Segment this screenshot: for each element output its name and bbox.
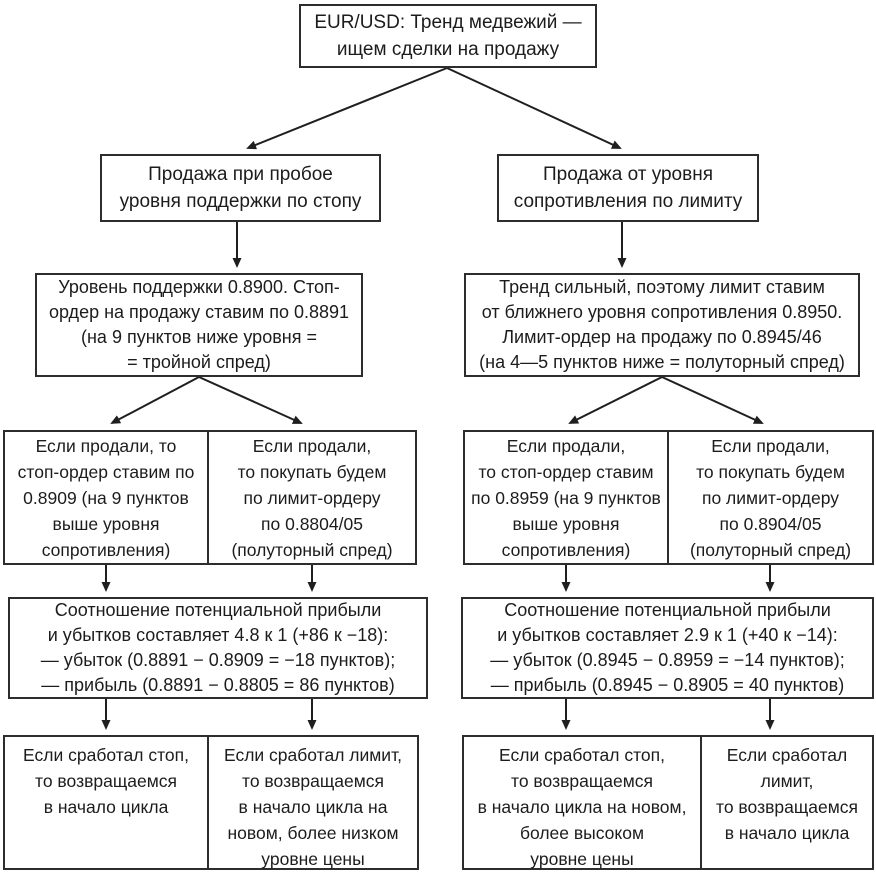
left-outcome-stop-box: Если продали, то стоп-ордер ставим по 0.… (3, 430, 209, 565)
right-strategy-box: Продажа от уровня сопротивления по лимит… (497, 154, 759, 222)
connector-right-setup-to-stop (568, 376, 663, 424)
right-outcome-stop-box: Если продали, то стоп-ордер ставим по 0.… (463, 430, 669, 565)
right-outcome-limit-box: Если продали, то покупать будем по лимит… (667, 430, 874, 565)
left-setup-box: Уровень поддержки 0.8900. Стоп- ордер на… (35, 273, 363, 377)
right-ratio-box: Соотношение потенциальной прибыли и убыт… (461, 597, 874, 699)
connector-left-setup-to-stop (110, 376, 200, 424)
left-result-stop-box: Если сработал стоп, то возвращаемся в на… (3, 735, 209, 870)
right-setup-box: Тренд сильный, поэтому лимит ставим от б… (464, 273, 860, 377)
connector-left-setup-to-limit (198, 376, 303, 424)
right-result-stop-box: Если сработал стоп, то возвращаемся в на… (462, 735, 702, 870)
root-box: EUR/USD: Тренд медвежий — ищем сделки на… (299, 4, 597, 68)
left-outcome-limit-box: Если продали, то покупать будем по лимит… (207, 430, 417, 565)
right-result-limit-box: Если сработал лимит, то возвращаемся в н… (700, 735, 874, 870)
left-ratio-box: Соотношение потенциальной прибыли и убыт… (8, 597, 428, 699)
left-result-limit-box: Если сработал лимит, то возвращаемся в н… (207, 735, 419, 870)
connector-root-to-left-strategy (246, 67, 448, 150)
connector-root-to-right-strategy (446, 67, 622, 149)
connector-right-setup-to-limit (661, 376, 764, 424)
left-strategy-box: Продажа при пробое уровня поддержки по с… (100, 154, 381, 222)
